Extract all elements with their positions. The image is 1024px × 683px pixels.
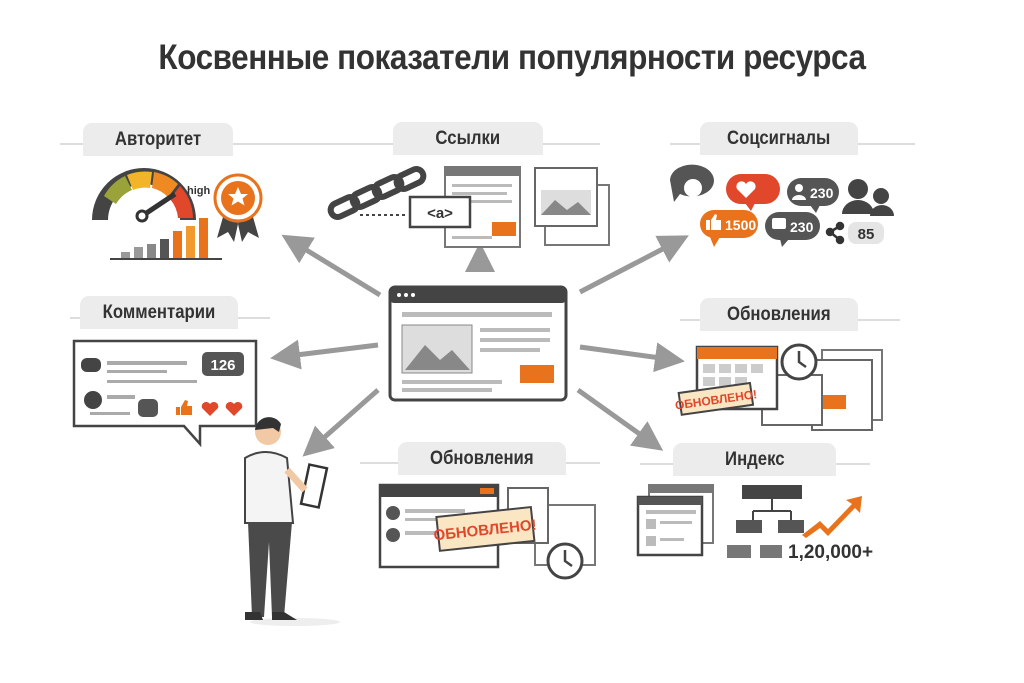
growth-bars-icon [110,218,222,260]
arrow-comments [270,339,379,370]
social-icons: 230 1500 230 85 [670,164,894,247]
svg-text:230: 230 [810,185,834,201]
page-update-icon: ОБНОВЛЕНО! [378,483,596,580]
svg-text:230: 230 [790,219,814,235]
page-title: Косвенные показатели популярности ресурс… [158,38,866,77]
comments-panel-icon: 126 [72,339,258,448]
section-label-updates-right: Обновления [700,298,858,331]
chain-icon [327,166,427,220]
section-label-comments: Комментарии [80,296,238,329]
center-browser-icon [388,285,568,402]
index-hierarchy-icon: 1,20,000+ [636,484,873,563]
section-label-links: Ссылки [393,122,543,155]
svg-text:high: high [187,185,210,197]
section-label-updates-bottom: Обновления [398,442,566,475]
section-label-index: Индекс [673,443,836,476]
section-label-authority: Авторитет [83,123,233,156]
arrow-updates [579,342,685,373]
svg-text:1500: 1500 [725,217,756,233]
section-label-social: Соцсигналы [700,122,858,155]
person-with-clipboard [244,417,340,626]
arrows [270,234,689,457]
arrow-person [302,388,380,457]
arrow-authority [281,234,382,298]
award-badge-icon [213,173,263,242]
svg-text:<a>: <a> [427,205,453,222]
link-tag-icon: <a> [408,166,610,248]
svg-text:1,20,000+: 1,20,000+ [788,542,873,563]
calendar-update-icon: ОБНОВЛЕНО! [674,343,883,431]
gauge-icon: high [92,168,210,223]
svg-text:126: 126 [210,357,235,374]
arrow-index [576,387,664,451]
arrow-social [578,235,689,295]
svg-text:85: 85 [858,226,875,243]
